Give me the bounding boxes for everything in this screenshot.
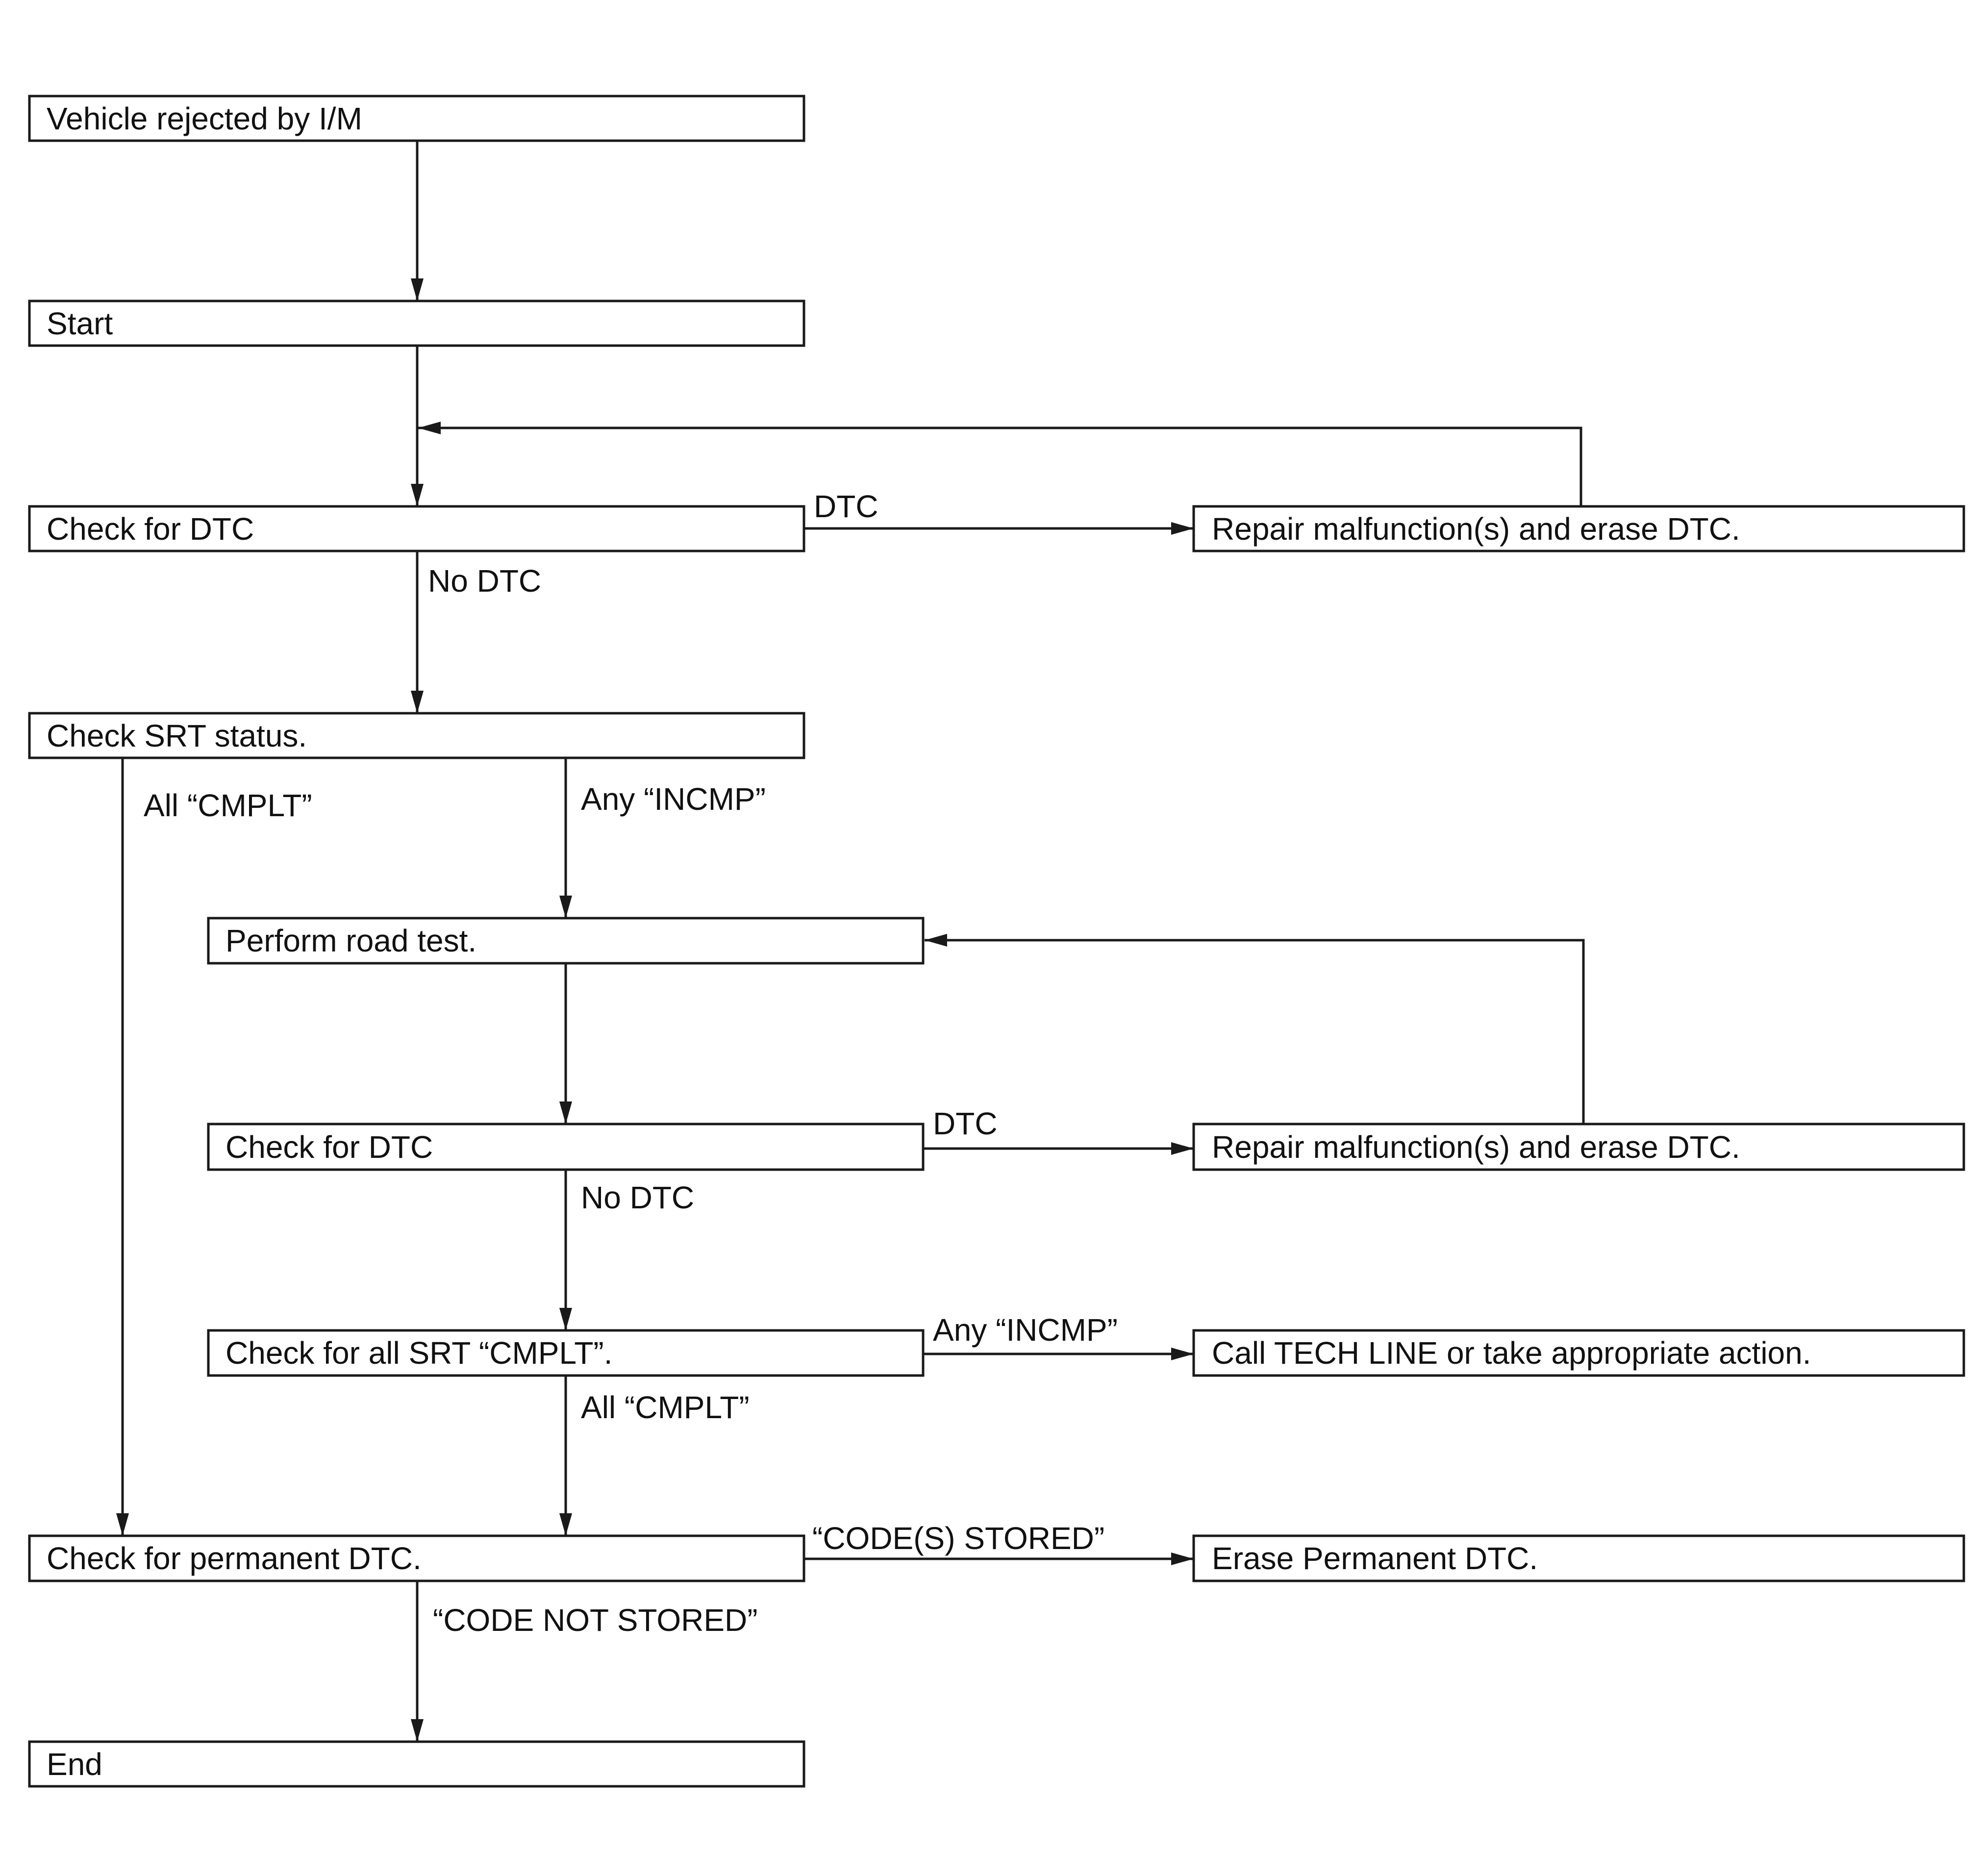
node-vehicle-rejected: Vehicle rejected by I/M	[28, 95, 805, 142]
node-check-all-srt-label: Check for all SRT “CMPLT”.	[226, 1335, 613, 1371]
node-erase-permanent: Erase Permanent DTC.	[1192, 1534, 1965, 1582]
edge-label-no-dtc-1: No DTC	[428, 563, 541, 599]
edge-repair-2-loop-back	[925, 934, 1585, 1124]
node-road-test: Perform road test.	[207, 917, 925, 965]
edge-repair-1-loop-back	[418, 422, 1582, 506]
node-call-tech: Call TECH LINE or take appropriate actio…	[1192, 1329, 1965, 1377]
node-road-test-label: Perform road test.	[226, 923, 476, 958]
node-check-dtc-1-label: Check for DTC	[47, 511, 254, 547]
node-check-dtc-2: Check for DTC	[207, 1123, 925, 1171]
node-check-permanent: Check for permanent DTC.	[28, 1534, 805, 1582]
edge-label-codes-stored: “CODE(S) STORED”	[812, 1521, 1104, 1556]
node-repair-2: Repair malfunction(s) and erase DTC.	[1192, 1123, 1965, 1171]
node-repair-1: Repair malfunction(s) and erase DTC.	[1192, 505, 1965, 552]
node-repair-1-label: Repair malfunction(s) and erase DTC.	[1212, 511, 1740, 547]
node-call-tech-label: Call TECH LINE or take appropriate actio…	[1212, 1335, 1811, 1371]
node-check-permanent-label: Check for permanent DTC.	[47, 1541, 422, 1576]
node-check-srt: Check SRT status.	[28, 712, 805, 759]
node-check-srt-label: Check SRT status.	[47, 718, 307, 753]
edge-labels: DTC No DTC All “CMPLT” Any “INCMP” DTC N…	[144, 489, 1118, 1638]
node-start: Start	[28, 300, 805, 347]
edge-label-any-incmp-2: Any “INCMP”	[933, 1312, 1118, 1348]
node-repair-2-label: Repair malfunction(s) and erase DTC.	[1212, 1129, 1740, 1165]
connectors	[116, 141, 1585, 1742]
edge-label-any-incmp-1: Any “INCMP”	[581, 781, 766, 817]
edge-label-dtc-2: DTC	[933, 1106, 998, 1141]
edge-label-dtc-1: DTC	[814, 489, 878, 524]
node-start-label: Start	[47, 306, 113, 341]
edge-label-all-cmplt-2: All “CMPLT”	[581, 1390, 750, 1425]
node-check-dtc-2-label: Check for DTC	[226, 1129, 433, 1165]
node-erase-permanent-label: Erase Permanent DTC.	[1212, 1541, 1538, 1576]
node-end-label: End	[47, 1747, 102, 1782]
node-vehicle-rejected-label: Vehicle rejected by I/M	[47, 101, 362, 136]
node-check-dtc-1: Check for DTC	[28, 505, 805, 552]
node-check-all-srt: Check for all SRT “CMPLT”.	[207, 1329, 925, 1377]
edge-label-no-dtc-2: No DTC	[581, 1180, 694, 1215]
edge-label-code-not-stored: “CODE NOT STORED”	[433, 1602, 758, 1638]
edge-label-all-cmplt-1: All “CMPLT”	[144, 788, 312, 823]
node-end: End	[28, 1740, 805, 1788]
